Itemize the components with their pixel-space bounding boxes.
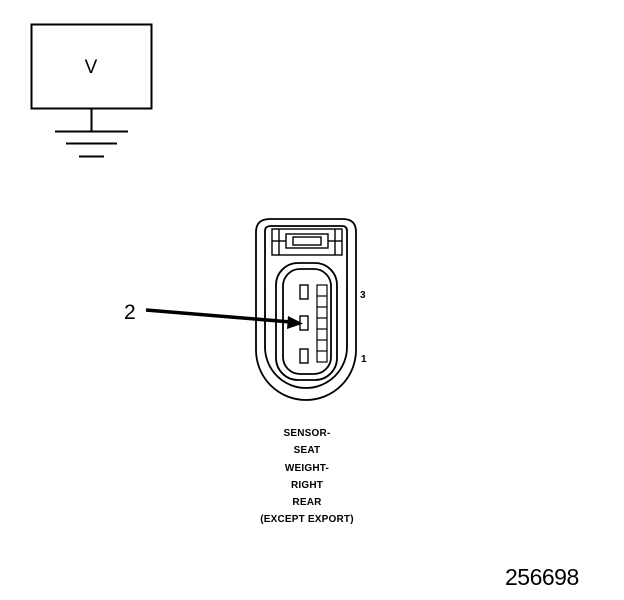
connector: [255, 218, 357, 401]
connector-latch: [271, 228, 343, 256]
connector-caption: SENSOR- SEAT WEIGHT- RIGHT REAR (EXCEPT …: [240, 425, 374, 529]
caption-line: SEAT: [293, 445, 321, 457]
figure-id: 256698: [505, 564, 579, 590]
callout-arrow: [145, 308, 303, 329]
voltmeter-box: [30, 23, 153, 110]
caption-line: (EXCEPT EXPORT): [260, 514, 354, 526]
voltmeter-symbol: V: [85, 57, 98, 78]
pin-label-1: 1: [361, 354, 367, 365]
voltmeter: V: [30, 23, 153, 110]
connector-inner-shell: [264, 225, 348, 389]
caption-line: WEIGHT-: [284, 462, 330, 474]
ground-symbol: [55, 109, 128, 158]
pin-label-3: 3: [360, 290, 366, 301]
callout-number: 2: [124, 301, 136, 324]
terminal-rib-strip: [316, 284, 328, 363]
terminal-1: [299, 348, 309, 364]
connector-outer-shell: [255, 218, 357, 401]
caption-line: SENSOR-: [283, 428, 331, 439]
caption-line: REAR: [292, 497, 322, 509]
terminal-3: [299, 284, 309, 300]
caption-line: RIGHT: [290, 479, 324, 491]
